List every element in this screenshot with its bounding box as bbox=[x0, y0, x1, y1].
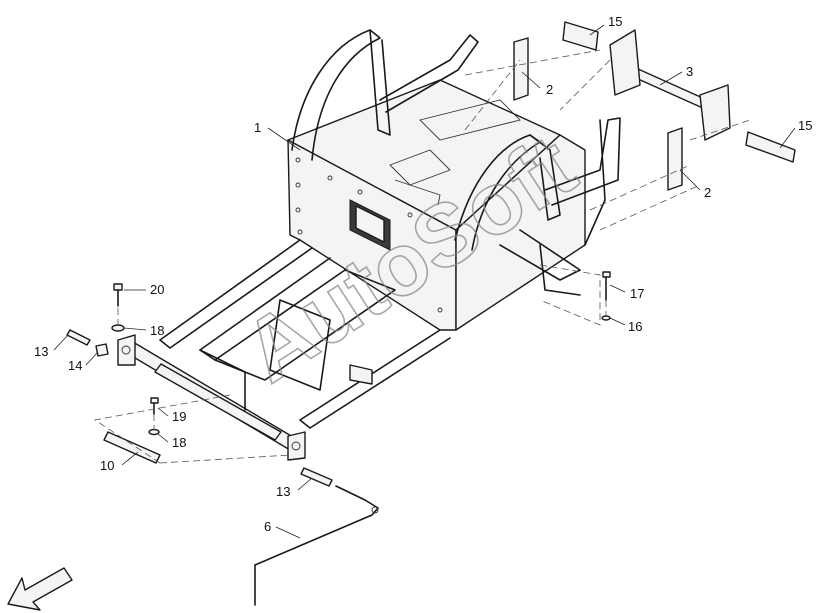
callout-13-left: 13 bbox=[34, 344, 48, 359]
pin-13-lower bbox=[300, 467, 333, 487]
side-plate-upper bbox=[513, 37, 529, 101]
callout-15-upper: 15 bbox=[608, 14, 622, 29]
mount-bracket-lower bbox=[745, 131, 796, 163]
callout-3: 3 bbox=[686, 64, 693, 79]
pin-13-left bbox=[66, 329, 91, 346]
callout-18-upper: 18 bbox=[150, 323, 164, 338]
callout-15-lower: 15 bbox=[798, 118, 812, 133]
callout-2-lower: 2 bbox=[704, 185, 711, 200]
leader-lines bbox=[53, 24, 796, 539]
washer-18-lower bbox=[148, 428, 160, 436]
bolt-17 bbox=[602, 271, 611, 301]
sleeve-10 bbox=[103, 431, 161, 464]
callout-1: 1 bbox=[254, 120, 261, 135]
washer-18-upper bbox=[111, 324, 125, 332]
callout-19: 19 bbox=[172, 409, 186, 424]
callout-17: 17 bbox=[630, 286, 644, 301]
callout-14: 14 bbox=[68, 358, 82, 373]
callouts: 1 2 2 3 6 10 13 13 14 15 15 16 17 18 18 … bbox=[34, 14, 812, 534]
washer-16 bbox=[601, 315, 611, 321]
callout-20: 20 bbox=[150, 282, 164, 297]
assembly-lines bbox=[93, 49, 751, 464]
mount-bracket-upper bbox=[562, 21, 599, 51]
callout-10: 10 bbox=[100, 458, 114, 473]
side-plate-lower bbox=[667, 127, 683, 191]
callout-2-upper: 2 bbox=[546, 82, 553, 97]
direction-arrow-icon bbox=[7, 567, 73, 611]
callout-13-lower: 13 bbox=[276, 484, 290, 499]
cross-bar bbox=[609, 29, 731, 141]
bolt-20 bbox=[113, 283, 123, 307]
bolt-19 bbox=[150, 397, 159, 415]
callout-18-lower: 18 bbox=[172, 435, 186, 450]
nut-14 bbox=[95, 343, 109, 357]
main-frame bbox=[117, 29, 621, 461]
lever-rod bbox=[254, 485, 379, 606]
callout-16: 16 bbox=[628, 319, 642, 334]
callout-6: 6 bbox=[264, 519, 271, 534]
